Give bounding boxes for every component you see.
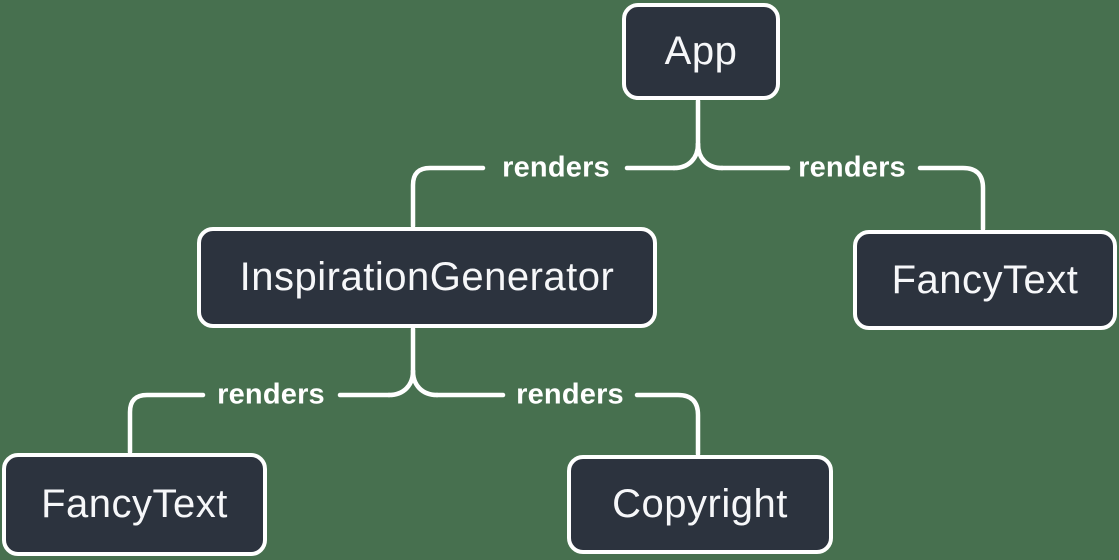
node-inspiration-generator-label: InspirationGenerator (239, 255, 615, 299)
node-copyright-label: Copyright (612, 482, 788, 526)
edge-inspiration-copyright-line-b (634, 392, 701, 457)
edge-app-fancytext-line-b (917, 165, 986, 232)
node-fancy-text-left-label: FancyText (41, 482, 228, 526)
node-app: App (622, 3, 780, 100)
edge-label-inspiration-fancytext: renders (217, 378, 325, 411)
edge-inspiration-flare-left-line (386, 368, 416, 398)
node-copyright: Copyright (567, 455, 833, 554)
node-fancy-text-right-label: FancyText (891, 257, 1079, 302)
node-fancy-text-left: FancyText (2, 453, 267, 556)
node-inspiration-generator: InspirationGenerator (197, 227, 657, 328)
node-app-label: App (664, 29, 738, 73)
edge-label-app-inspiration: renders (502, 151, 610, 184)
edge-app-inspiration-line-b (410, 165, 486, 229)
edge-app-flare-right-line (695, 141, 725, 171)
edge-label-app-fancytext: renders (798, 151, 906, 184)
edge-app-flare-left-line (671, 141, 701, 171)
edge-inspiration-flare-right-line (410, 368, 440, 398)
node-fancy-text-right: FancyText (853, 230, 1117, 330)
edge-label-inspiration-copyright: renders (516, 378, 624, 411)
edge-inspiration-fancytext-line-b (127, 392, 206, 455)
